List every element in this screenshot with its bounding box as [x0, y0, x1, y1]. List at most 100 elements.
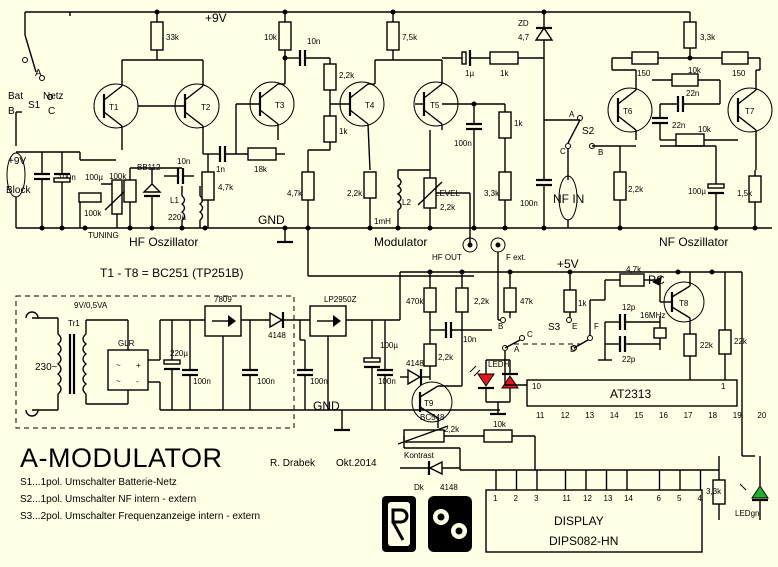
ic-at2313-pin-label: 11 [536, 411, 545, 420]
cap-10n-mod [282, 50, 330, 66]
cap-100n-mod-label: 100n [454, 139, 472, 148]
crystal-16mhz [598, 314, 667, 361]
transistor-t6-label: T6 [623, 107, 633, 116]
zd-value: 4,7 [518, 33, 530, 42]
ic-at2313-pin-label: 19 [733, 411, 742, 420]
transistor-t9 [411, 330, 463, 428]
cap-100u-nf-label: 100µ [688, 187, 706, 196]
dk-label: Dk [414, 483, 425, 492]
zener-zd [534, 12, 554, 180]
gnd-rail [16, 225, 772, 244]
nf-in-label: NF IN [553, 192, 584, 206]
mains-input [25, 311, 59, 417]
s1-a-label: A [35, 68, 42, 79]
ic-at2313-pin-label: 17 [684, 411, 693, 420]
display-pin-label: 11 [563, 494, 572, 503]
resistor-47k [503, 272, 517, 318]
led-red-1 [469, 365, 495, 390]
cap-220u-hf-label: 220µ [168, 213, 186, 222]
s2-c-label: C [560, 147, 566, 156]
ic-at2313-pin-label: 18 [708, 411, 717, 420]
s3-f-label: F [594, 322, 599, 331]
resistor-2k2-counter [455, 272, 469, 330]
resistor-10k-nf2-label: 10k [698, 125, 712, 134]
resistor-18k-label: 18k [254, 165, 268, 174]
transistor-t7-label: T7 [745, 107, 755, 116]
display-pin-label: 12 [583, 494, 592, 503]
resistor-1k-mod2 [498, 104, 512, 228]
resistor-2k2-t4 [363, 171, 377, 228]
gnd2-label: GND [313, 399, 340, 413]
jack-f-ext[interactable] [490, 237, 506, 276]
s1-label: S1 [28, 100, 41, 111]
section-nf-oscillator: NF Oszillator [659, 235, 728, 249]
resistor-33k [150, 12, 164, 60]
transistor-t7 [727, 69, 773, 170]
resistor-3k3-nf-label: 3,3k [700, 33, 716, 42]
cap-100u-psu [363, 320, 381, 410]
display-pin-label: 4 [698, 494, 703, 503]
resistor-33k-label: 33k [166, 33, 180, 42]
s2-label: S2 [582, 126, 595, 137]
resistor-4k7-hf [201, 153, 215, 228]
tr1-label: Tr1 [68, 319, 80, 328]
crystal-label: 16MHz [640, 311, 665, 320]
logo-seal [428, 496, 472, 552]
resistor-10k-mod-label: 10k [264, 33, 278, 42]
mains-label: 230~ [35, 362, 58, 373]
display-pin-label: 3 [534, 494, 539, 503]
cap-100u-hf-label: 100µ [85, 173, 103, 182]
block-label: Block [6, 185, 31, 196]
regulator-lp2950z [309, 305, 400, 410]
ic-at2313 [504, 365, 738, 407]
cap-100u-nf [660, 145, 725, 228]
rail-label-plus9v: +9V [205, 11, 227, 25]
cap-10n-counter-label: 10n [463, 335, 476, 344]
cap-100n-nf [536, 178, 552, 228]
section-modulator: Modulator [374, 235, 427, 249]
resistor-1k5 [748, 170, 762, 228]
ic-at2313-pin-label: 15 [634, 411, 643, 420]
jack-nf-in[interactable] [558, 175, 578, 228]
f-ext-label: F ext. [506, 253, 526, 262]
transistor-t5 [413, 59, 459, 130]
ic-pin-10: 10 [532, 382, 541, 391]
display-pin-label: 6 [657, 494, 662, 503]
resistor-2k2-mod-label: 2,2k [339, 71, 355, 80]
block-voltage: +9V [8, 156, 26, 167]
resistor-10k-counter-label: 10k [493, 420, 507, 429]
resistor-4k7-mod-label: 4,7k [287, 189, 303, 198]
inductor-l2 [396, 169, 430, 228]
resistor-2k2-t9-label: 2,2k [438, 353, 454, 362]
bb112-label: BB112 [137, 163, 161, 172]
diode-dk [400, 460, 460, 476]
resistor-1k-counter-label: 1k [578, 299, 587, 308]
ic-at2313-pin-label: 12 [561, 411, 570, 420]
resistor-47k-label: 47k [520, 297, 534, 306]
ic-at2313-pin-label: 13 [585, 411, 594, 420]
transformer-tr1 [56, 320, 88, 404]
cap-100n-psu-4 [377, 320, 393, 410]
resistor-470k-label: 470k [406, 297, 424, 306]
resistor-2k2-kontrast-label: 2,2k [444, 425, 460, 434]
transistor-t9-label: T9 [424, 399, 434, 408]
s3-b-label: B [498, 322, 503, 331]
trafo-rating: 9V/0,5VA [74, 301, 108, 310]
resistor-2k2-nf [613, 145, 636, 228]
ic-at2313-label: AT2313 [610, 387, 651, 401]
jack-hf-out[interactable] [462, 237, 478, 253]
transistor-t5-label: T5 [430, 101, 440, 110]
transistor-t1-label: T1 [109, 103, 119, 112]
section-hf-oscillator: HF Oszillator [129, 235, 198, 249]
resistor-100k-b-label: 100k [109, 172, 127, 181]
cap-12p-label: 12p [622, 303, 636, 312]
diode-4148-psu-label: 4148 [268, 331, 286, 340]
cap-100n-hf [16, 151, 80, 228]
cap-10n-hf-label: 10n [177, 157, 190, 166]
svg-text:-: - [136, 377, 139, 386]
level-label: LEVEL [435, 189, 460, 198]
switch-s1 [15, 11, 70, 146]
resistor-2k2-mod [323, 58, 350, 150]
cap-100n-psu-2-label: 100n [257, 377, 275, 386]
switch-s2 [544, 115, 620, 180]
